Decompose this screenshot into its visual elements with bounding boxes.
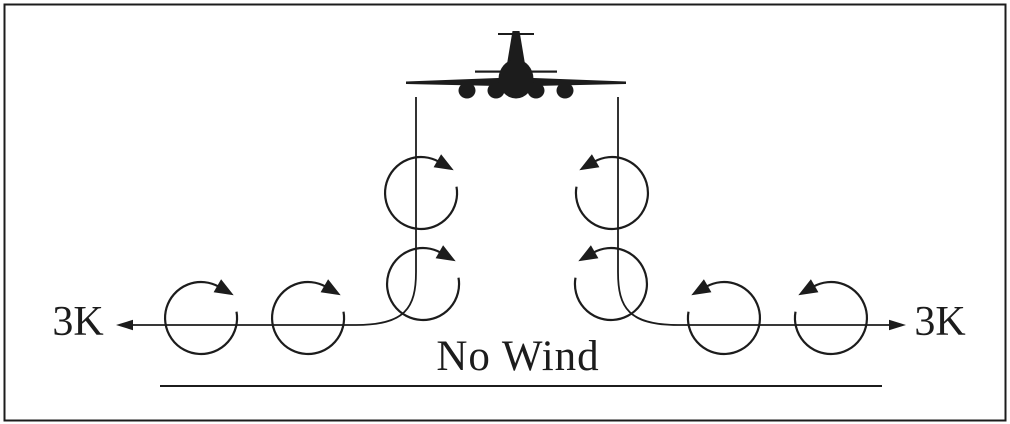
left-vortices	[163, 154, 461, 356]
vortex-counterclockwise-arrow-icon	[691, 279, 712, 296]
airplane-engine	[527, 82, 545, 99]
vortex-arc	[793, 280, 869, 356]
vortex-counterclockwise-arrow-icon	[798, 279, 819, 296]
right-speed-label: 3K	[914, 299, 966, 345]
airplane-engine	[458, 82, 476, 99]
vortex-left-lateral-outer	[163, 279, 239, 356]
right-vortices	[573, 154, 869, 356]
airplane-vertical-fin	[507, 31, 525, 64]
vortex-left-descent-lower	[385, 245, 461, 322]
vortex-arc	[573, 246, 649, 322]
airplane-engine	[556, 82, 574, 99]
vortex-right-lateral-inner	[686, 279, 762, 356]
vortex-arc	[270, 280, 346, 356]
vortex-left-lateral-inner	[270, 279, 346, 356]
vortex-arc	[574, 155, 650, 231]
airplane-front-silhouette-icon	[406, 31, 626, 99]
vortex-trail-lines	[121, 97, 901, 326]
vortex-right-descent-lower	[573, 245, 649, 322]
arrowhead-left-icon	[116, 319, 133, 331]
right-vortex-trail-line	[617, 97, 901, 326]
vortex-right-descent-upper	[574, 154, 650, 231]
vortex-clockwise-arrow-icon	[320, 279, 341, 296]
vortex-arc	[383, 155, 459, 231]
figure-border	[3, 3, 1007, 422]
vortex-counterclockwise-arrow-icon	[579, 154, 600, 171]
left-vortex-trail-line	[121, 97, 417, 326]
vortex-left-descent-upper	[383, 154, 459, 231]
vortex-clockwise-arrow-icon	[213, 279, 234, 296]
vortex-arc	[385, 246, 461, 322]
airplane-fuselage	[498, 59, 534, 99]
vortex-arc	[163, 280, 239, 356]
vortex-counterclockwise-arrow-icon	[578, 245, 599, 262]
vortex-right-lateral-outer	[793, 279, 869, 356]
vortex-clockwise-arrow-icon	[433, 154, 454, 171]
vortex-clockwise-arrow-icon	[435, 245, 456, 262]
vortex-arc	[686, 280, 762, 356]
left-speed-label: 3K	[52, 299, 104, 345]
arrowhead-right-icon	[889, 319, 906, 331]
airplane-engine	[487, 82, 505, 99]
wind-condition-label: No Wind	[436, 333, 600, 380]
